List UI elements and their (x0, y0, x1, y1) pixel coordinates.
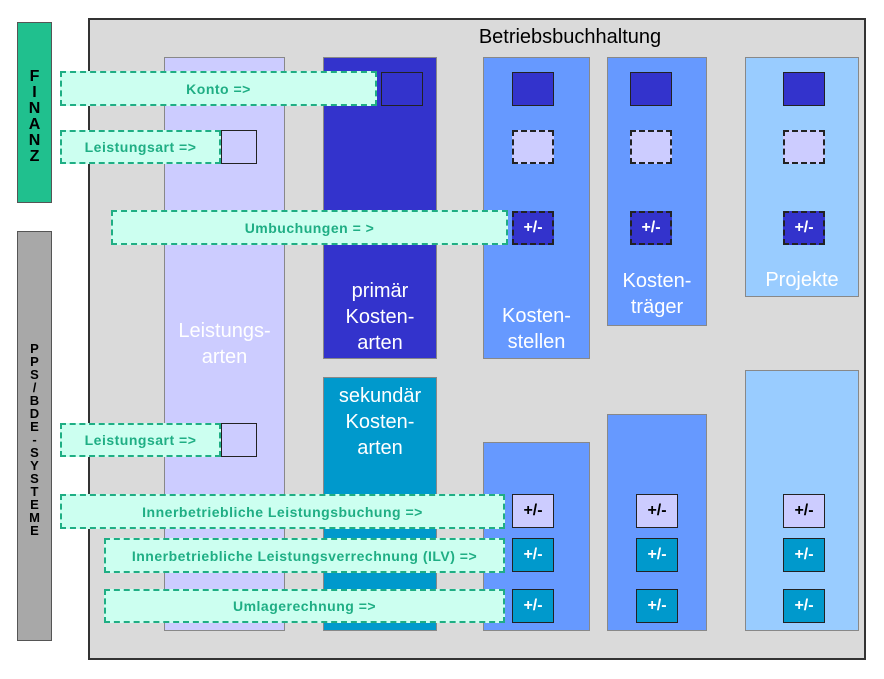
sidebar-pps-letter: P (30, 353, 39, 369)
label-umbuchungen: Umbuchungen = > (111, 210, 508, 245)
sidebar-pps-bde-systeme: P P S / B D E - S Y S T E M E (17, 231, 52, 641)
column-sekundaer-kostenarten-label: sekundär Kosten- arten (338, 385, 422, 459)
sidebar-finanz-letter: N (28, 99, 41, 117)
label-leistungsart-bottom: Leistungsart => (60, 423, 221, 457)
ilv-pm-projekte: +/- (783, 538, 825, 572)
umlage-pm-kostentraeger: +/- (636, 589, 678, 623)
sidebar-finanz-letter: Z (29, 147, 40, 165)
sidebar-pps-letter: P (30, 340, 39, 356)
sidebar-finanz: F I N A N Z (17, 22, 52, 203)
sidebar-finanz-letter: I (32, 83, 37, 101)
sidebar-pps-letter: D (29, 405, 40, 421)
konto-square-kostentraeger (630, 72, 672, 106)
sidebar-pps-letter: M (29, 509, 40, 525)
sidebar-pps-letter: E (30, 496, 39, 512)
sidebar-pps-letter: S (30, 444, 39, 460)
sidebar-pps-letter: - (32, 431, 37, 447)
leistungsart-square-bottom (221, 423, 257, 457)
sidebar-finanz-letter: A (28, 115, 41, 133)
diagram-title: Betriebsbuchhaltung (478, 26, 662, 48)
label-umlagerechnung: Umlagerechnung => (104, 589, 505, 623)
sidebar-pps-letter: E (30, 418, 39, 434)
column-primaer-kostenarten (323, 57, 437, 359)
sidebar-finanz-letter: F (29, 67, 40, 85)
umlage-pm-projekte: +/- (783, 589, 825, 623)
sidebar-pps-letter: E (30, 522, 39, 538)
umbuchung-pm-kostentraeger: +/- (630, 211, 672, 245)
umlage-pm-kostenstellen: +/- (512, 589, 554, 623)
umbuchung-pm-projekte: +/- (783, 211, 825, 245)
leistungsart-dashed-square-kostentraeger (630, 130, 672, 164)
sidebar-finanz-letter: N (28, 131, 41, 149)
ilb-pm-projekte: +/- (783, 494, 825, 528)
label-ilv: Innerbetriebliche Leistungsverrechnung (… (104, 538, 505, 573)
column-projekte-top (745, 57, 859, 297)
konto-square-projekte (783, 72, 825, 106)
ilv-pm-kostentraeger: +/- (636, 538, 678, 572)
leistungsart-dashed-square-projekte (783, 130, 825, 164)
column-kostenstellen-top (483, 57, 590, 359)
sidebar-pps-letter: T (30, 483, 39, 499)
label-konto: Konto => (60, 71, 377, 106)
leistungsart-dashed-square-kostenstellen (512, 130, 554, 164)
sidebar-pps-letter: S (30, 366, 39, 382)
label-innerbetriebliche-leistungsbuchung: Innerbetriebliche Leistungsbuchung => (60, 494, 505, 529)
column-kostentraeger-label: Kosten- träger (622, 270, 692, 318)
sidebar-pps-letter: S (30, 470, 39, 486)
konto-square-primaer (381, 72, 423, 106)
sidebar-pps-letter: B (29, 392, 40, 408)
column-primaer-kostenarten-label: primär Kosten- arten (345, 280, 415, 354)
sidebar-pps-letter: / (32, 379, 37, 395)
column-projekte-label: Projekte (765, 269, 839, 291)
leistungsart-square-top (221, 130, 257, 164)
konto-square-kostenstellen (512, 72, 554, 106)
ilv-pm-kostenstellen: +/- (512, 538, 554, 572)
ilb-pm-kostentraeger: +/- (636, 494, 678, 528)
label-leistungsart-top: Leistungsart => (60, 130, 221, 164)
sidebar-pps-letter: Y (30, 457, 39, 473)
column-leistungsarten-label: Leistungs- arten (178, 320, 271, 368)
umbuchung-pm-kostenstellen: +/- (512, 211, 554, 245)
column-kostenstellen-label: Kosten- stellen (502, 305, 571, 353)
ilb-pm-kostenstellen: +/- (512, 494, 554, 528)
